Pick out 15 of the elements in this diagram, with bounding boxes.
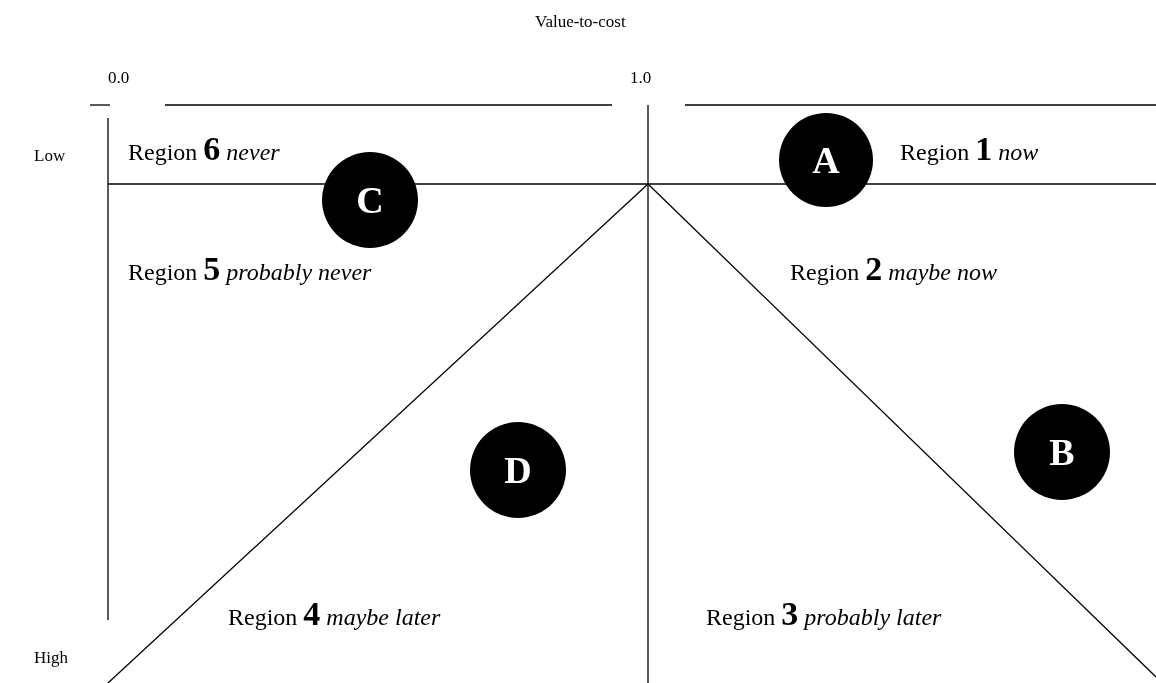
marker-circle: A [779, 113, 873, 207]
region-label: Region 5 probably never [128, 250, 372, 288]
tick-label: 1.0 [630, 68, 652, 88]
region-label: Region 3 probably later [706, 595, 942, 633]
region-label: Region 2 maybe now [790, 250, 997, 288]
region-label: Region 4 maybe later [228, 595, 441, 633]
tick-label: 0.0 [108, 68, 130, 88]
region-label: Region 6 never [128, 130, 280, 168]
axis-title: Value-to-cost [535, 12, 626, 32]
marker-circle: B [1014, 404, 1110, 500]
axis-label: Low [34, 146, 66, 166]
region-label: Region 1 now [900, 130, 1039, 168]
axis-label: High [34, 648, 68, 668]
marker-circle: C [322, 152, 418, 248]
marker-circle: D [470, 422, 566, 518]
